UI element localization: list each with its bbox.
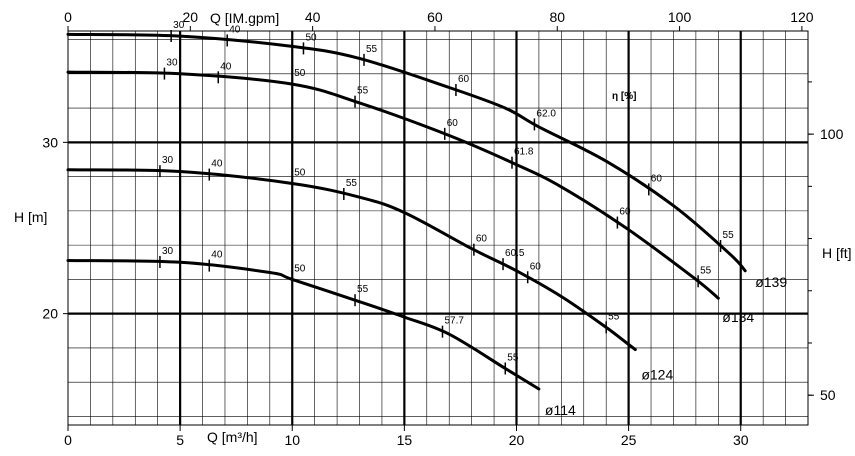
efficiency-mark-label: 30 — [162, 155, 174, 166]
efficiency-mark-label: 60.5 — [505, 248, 525, 259]
x-tick-bottom-label: 30 — [733, 432, 749, 448]
efficiency-mark-label: 55 — [357, 284, 369, 295]
efficiency-mark-label: 55 — [346, 178, 358, 189]
curve-line — [66, 32, 747, 273]
efficiency-mark-label: 40 — [211, 159, 223, 170]
efficiency-mark-label: 61.8 — [514, 147, 534, 158]
efficiency-mark-label: 50 — [294, 167, 306, 178]
x-tick-bottom-label: 25 — [621, 432, 637, 448]
y-axis-title-left: H [m] — [14, 209, 47, 225]
efficiency-label: η [%] — [612, 91, 636, 102]
efficiency-mark-label: 50 — [305, 32, 317, 43]
efficiency-mark-label: 55 — [366, 44, 378, 55]
y-tick-right-label: 50 — [820, 387, 836, 403]
y-axis-title-right: H [ft] — [822, 245, 852, 261]
efficiency-mark-label: 60 — [651, 173, 663, 184]
efficiency-mark-label: 40 — [220, 61, 232, 72]
x-axis-title-top: Q [IM.gpm] — [210, 10, 279, 26]
efficiency-mark-label: 55 — [723, 230, 735, 241]
y-tick-right-label: 100 — [820, 126, 844, 142]
efficiency-mark-label: 60 — [476, 234, 488, 245]
x-tick-bottom-label: 10 — [284, 432, 300, 448]
impeller-diameter-label: ø139 — [755, 274, 787, 290]
efficiency-mark-label: 40 — [211, 250, 223, 261]
x-tick-top-label: 60 — [427, 9, 443, 25]
curve-group-d139: 30 40 50 55 60 62.0 60 55 ø139 — [66, 20, 787, 290]
x-tick-top-label: 0 — [64, 9, 72, 25]
x-tick-top-label: 40 — [305, 9, 321, 25]
x-axis-title-bottom: Q [m³/h] — [207, 429, 258, 445]
efficiency-mark-label: 60 — [530, 261, 542, 272]
efficiency-mark-label: 55 — [608, 311, 620, 322]
axis-titles: Q [m³/h] Q [IM.gpm] H [m] H [ft] η [%] — [14, 10, 852, 445]
impeller-diameter-label: ø124 — [641, 367, 673, 383]
x-tick-top-label: 100 — [668, 9, 692, 25]
curve-group-d134: 30 40 50 55 60 61.8 60 55 ø134 — [66, 58, 754, 325]
y-tick-left-label: 20 — [42, 306, 58, 322]
efficiency-mark-label: 57.7 — [444, 316, 464, 327]
efficiency-mark-label: 50 — [294, 263, 306, 274]
efficiency-mark-label: 55 — [700, 265, 712, 276]
efficiency-mark-label: 55 — [357, 86, 369, 97]
curve-line — [66, 168, 637, 352]
impeller-diameter-label: ø114 — [545, 402, 576, 418]
efficiency-mark-label: 30 — [173, 20, 185, 31]
efficiency-mark-label: 60 — [619, 207, 631, 218]
curve-group-d124: 30 40 50 55 60 60.5 60 55 ø124 — [66, 155, 673, 383]
x-tick-bottom-label: 0 — [64, 432, 72, 448]
efficiency-mark-label: 62.0 — [536, 108, 556, 119]
pump-curves: 30 40 50 55 60 62.0 60 55 ø139 30 40 50 55 60 61.8 60 55… — [66, 20, 787, 418]
impeller-diameter-label: ø134 — [722, 309, 754, 325]
efficiency-mark-label: 30 — [166, 58, 178, 69]
grid-major — [68, 31, 808, 425]
x-tick-bottom-label: 15 — [397, 432, 413, 448]
x-tick-bottom-label: 20 — [509, 432, 525, 448]
x-tick-top-label: 120 — [790, 9, 814, 25]
efficiency-mark-label: 60 — [447, 118, 459, 129]
grid-minor — [68, 31, 808, 425]
plot-frame — [67, 30, 809, 426]
x-tick-top-label: 80 — [549, 9, 565, 25]
x-tick-top-label: 20 — [183, 9, 199, 25]
curve-line — [66, 70, 720, 300]
efficiency-mark-label: 50 — [294, 68, 306, 79]
efficiency-mark-label: 30 — [162, 246, 174, 257]
x-tick-bottom-label: 5 — [176, 432, 184, 448]
efficiency-mark-label: 60 — [458, 74, 470, 85]
y-tick-left-label: 30 — [42, 134, 58, 150]
curve-group-d114: 30 40 50 55 57.7 55 ø114 — [66, 246, 576, 418]
efficiency-mark-label: 55 — [507, 352, 519, 363]
efficiency-mark-label: 40 — [229, 24, 241, 35]
curve-line — [66, 259, 541, 391]
